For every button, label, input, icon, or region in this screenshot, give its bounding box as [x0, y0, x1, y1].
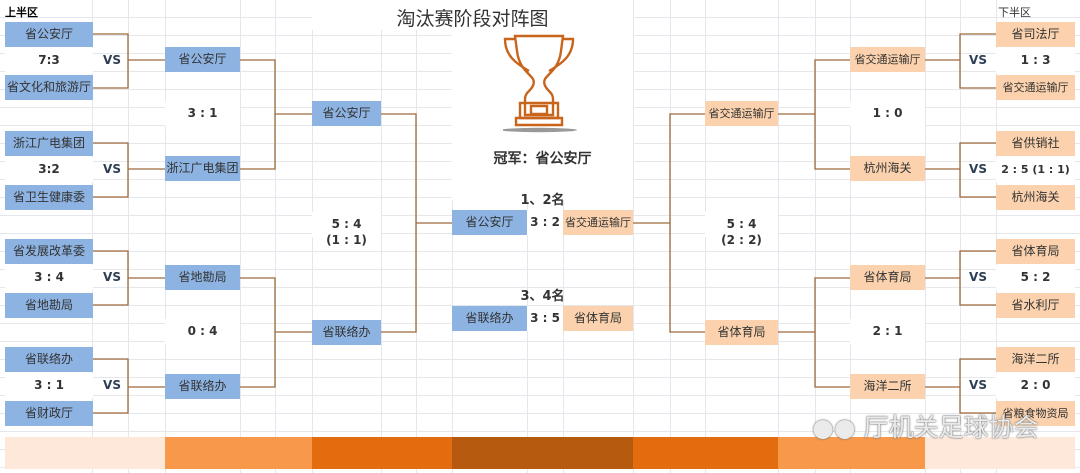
team-box: 海洋二所	[996, 347, 1075, 372]
team-box: 省粮食物资局	[996, 401, 1075, 426]
match-score: 5 : 4	[705, 212, 778, 237]
match-score: 2 : 0	[996, 373, 1075, 398]
team-box: 省体育局	[996, 239, 1075, 264]
team-box: 省司法厅	[996, 22, 1075, 47]
vs-label: VS	[103, 378, 121, 392]
third-place-label: 3、4名	[520, 289, 565, 304]
match-score: 2 : 5 (1 : 1)	[996, 157, 1075, 182]
vs-label: VS	[103, 53, 121, 67]
footer-bar-segment	[165, 437, 312, 469]
team-box: 省交通运输厅	[850, 47, 925, 72]
team-box: 省联络办	[5, 347, 93, 372]
team-box: 海洋二所	[850, 374, 925, 399]
match-score: 3 : 5	[527, 306, 563, 331]
watermark-text: 厅机关足球协会	[863, 413, 1039, 442]
lower-half-label: 下半区	[998, 6, 1031, 19]
vs-label: VS	[969, 378, 987, 392]
team-box: 杭州海关	[996, 185, 1075, 210]
team-box: 省公安厅	[5, 22, 93, 47]
team-box: 省体育局	[850, 265, 925, 290]
footer-bar-segment	[312, 437, 452, 469]
team-box: 省发展改革委	[5, 239, 93, 264]
match-score: 5 : 2	[996, 265, 1075, 290]
team-box: 省联络办	[452, 306, 527, 331]
footer-bar-segment	[452, 437, 633, 469]
team-box: 省卫生健康委	[5, 185, 93, 210]
match-score: 3 : 4	[5, 265, 93, 290]
champion-label: 冠军：省公安厅	[493, 151, 592, 167]
footer-bar-segment	[633, 437, 778, 469]
penalty-score: (2 : 2)	[721, 233, 762, 247]
match-score: 7:3	[5, 48, 93, 73]
vs-label: VS	[969, 162, 987, 176]
page-title: 淘汰赛阶段对阵图	[396, 8, 549, 30]
match-score: 0 : 4	[165, 319, 240, 344]
watermark: ●● 厅机关足球协会	[812, 408, 1039, 444]
match-score: 3 : 1	[165, 101, 240, 126]
team-box: 省地勘局	[165, 265, 240, 290]
match-score: 2 : 1	[850, 319, 925, 344]
team-box: 省公安厅	[165, 47, 240, 72]
team-box: 省地勘局	[5, 293, 93, 318]
team-box: 省联络办	[312, 320, 381, 345]
match-score: 5 : 4	[312, 212, 381, 237]
team-box: 省财政厅	[5, 401, 93, 426]
team-box: 省体育局	[705, 320, 778, 345]
team-box: 省联络办	[165, 374, 240, 399]
match-score: 3 : 2	[527, 210, 563, 235]
final-label: 1、2名	[520, 193, 565, 208]
team-box: 省体育局	[563, 306, 633, 331]
team-box: 省交通运输厅	[996, 75, 1075, 100]
vs-label: VS	[969, 53, 987, 67]
footer-bar-segment	[778, 437, 925, 469]
match-score: 1 : 3	[996, 48, 1075, 73]
team-box: 省水利厅	[996, 293, 1075, 318]
team-box: 省公安厅	[312, 101, 381, 126]
footer-bar-segment	[925, 437, 1075, 469]
team-box: 浙江广电集团	[165, 156, 240, 181]
vs-label: VS	[103, 270, 121, 284]
team-box: 浙江广电集团	[5, 131, 93, 156]
vs-label: VS	[103, 162, 121, 176]
team-box: 省交通运输厅	[705, 101, 778, 126]
match-score: 3 : 1	[5, 373, 93, 398]
team-box: 省交通运输厅	[563, 210, 633, 235]
upper-half-label: 上半区	[5, 6, 38, 19]
team-box: 省公安厅	[452, 210, 527, 235]
wechat-icon: ●●	[812, 413, 864, 442]
team-box: 杭州海关	[850, 156, 925, 181]
penalty-score: (1 : 1)	[326, 233, 367, 247]
team-box: 省文化和旅游厅	[5, 75, 93, 100]
footer-bar-segment	[5, 437, 165, 469]
team-box: 省供销社	[996, 131, 1075, 156]
match-score: 1 : 0	[850, 101, 925, 126]
trophy-icon	[503, 34, 577, 133]
match-score: 3:2	[5, 157, 93, 182]
vs-label: VS	[969, 270, 987, 284]
